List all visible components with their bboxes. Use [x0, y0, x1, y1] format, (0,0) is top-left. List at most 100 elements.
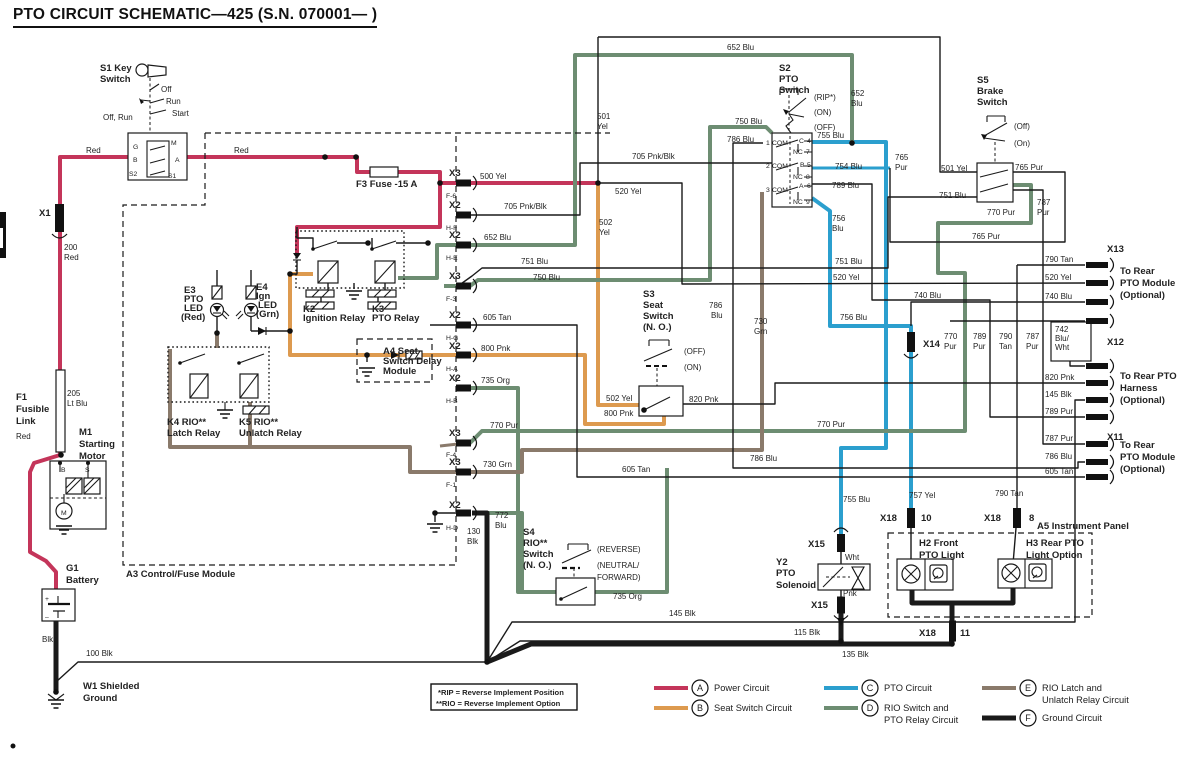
wire-label: K5 RIO** — [239, 417, 278, 428]
wire-label: M — [61, 510, 67, 517]
connector-pin — [456, 509, 471, 517]
wire-label: 790 — [999, 332, 1013, 341]
connector-pin — [456, 241, 471, 249]
wire — [430, 324, 1085, 478]
ground-icon — [427, 523, 443, 533]
wire-label: (REVERSE) — [597, 545, 641, 554]
wire-label: X3 — [449, 168, 461, 179]
wire-label: Pur — [944, 342, 957, 351]
wire-label: 145 Blk — [1045, 390, 1073, 399]
legend-label: Seat Switch Circuit — [714, 703, 792, 713]
wire-label: – — [45, 614, 49, 621]
wire-label: Light Option — [1026, 550, 1083, 561]
wire-label: 765 — [895, 153, 909, 162]
connector-pin — [456, 351, 471, 359]
wire-label: Module — [383, 366, 416, 377]
connector-pin — [456, 282, 471, 290]
junction-dot — [432, 510, 438, 516]
junction-dot — [287, 328, 293, 334]
wire-label: 756 Blu — [840, 313, 867, 322]
page-bullet — [10, 743, 16, 749]
wire-label: (OFF) — [814, 123, 836, 132]
legend-letter: E — [1025, 683, 1031, 693]
legend-letter: D — [867, 703, 874, 713]
wire-label: 705 Pnk/Blk — [632, 152, 676, 161]
wire-label: Link — [16, 416, 36, 427]
wire-label: Motor — [79, 451, 106, 462]
connector-pin — [1086, 459, 1108, 465]
wire-label: 820 Pnk — [1045, 373, 1075, 382]
e3-pto-led — [209, 285, 230, 320]
wire-label: To Rear — [1120, 266, 1155, 277]
wire — [598, 182, 1086, 285]
pto-indicator-icon — [1031, 566, 1043, 578]
wire-label: S4 — [523, 527, 535, 538]
wire-label: 500 Yel — [480, 172, 506, 181]
wire-label: FORWARD) — [597, 573, 641, 582]
wire-label: 765 Pur — [972, 232, 1000, 241]
wire — [295, 183, 442, 253]
wire-label: Yel — [599, 228, 610, 237]
wire-label: 787 — [1037, 198, 1051, 207]
wire-label: Ign — [256, 291, 270, 302]
legend-letter-circle — [1019, 709, 1037, 727]
wire-label: Battery — [66, 575, 99, 586]
wire-label: G — [133, 144, 138, 151]
connector-pin — [949, 620, 956, 642]
wire-742-box — [1050, 321, 1092, 362]
wire-label: 786 Blu — [750, 454, 777, 463]
junction-dot — [641, 407, 647, 413]
wire-label: COM — [772, 140, 788, 147]
wire-label: 765 Pur — [1015, 163, 1043, 172]
wire — [458, 386, 669, 594]
wire-label: 705 Pnk/Blk — [504, 202, 548, 211]
wire-label: Blk — [467, 537, 479, 546]
wire-label: Solenoid — [776, 580, 816, 591]
wire-label: Blu — [851, 99, 863, 108]
wire-label: K3 — [372, 304, 384, 315]
wire-label: 755 Blu — [817, 131, 844, 140]
wire — [810, 196, 913, 527]
wire-label: 787 — [1026, 332, 1040, 341]
wire-label: PTO Module — [1120, 452, 1175, 463]
wire-label: A4 Seat — [383, 346, 419, 357]
wire-label: 750 Blu — [735, 117, 762, 126]
connector-pin — [456, 211, 471, 219]
wire-label: Latch Relay — [167, 428, 221, 439]
a4-seat-switch-delay-module — [356, 338, 433, 383]
wire-label: (NEUTRAL/ — [597, 561, 640, 570]
ground-icon — [56, 525, 72, 535]
wire-label: X3 — [449, 271, 461, 282]
wire-label: X18 — [880, 513, 897, 524]
wire-label: 8 — [1029, 513, 1034, 524]
connector-pin — [456, 468, 471, 476]
key-icon — [135, 63, 149, 77]
wire-label: H-E — [446, 255, 458, 262]
junction-dot — [437, 180, 443, 186]
wire-label: (On) — [1014, 139, 1030, 148]
wire-label: 786 Blu — [1045, 452, 1072, 461]
wire-label: S1 — [168, 173, 177, 180]
wire-label: Switch — [977, 97, 1008, 108]
wire-label: X2 — [449, 500, 461, 511]
wire-label: X15 — [808, 539, 826, 550]
wire — [55, 661, 487, 683]
wire-label: (Grn) — [256, 309, 279, 320]
wire-label: 735 Org — [481, 376, 510, 385]
connector-arc — [1109, 469, 1115, 485]
wire-label: S1 Key — [100, 63, 132, 74]
y2-pto-solenoid — [817, 563, 871, 626]
wire — [398, 53, 854, 280]
wire-label: X2 — [449, 341, 461, 352]
wire-label: 789 Blu — [832, 181, 859, 190]
wire-label: B — [61, 467, 66, 474]
wire-label: 757 Yel — [909, 491, 935, 500]
wire-label: Run — [166, 97, 181, 106]
connector-arc — [51, 233, 68, 239]
wire-label: H-G — [446, 335, 458, 342]
component-layer — [0, 63, 1093, 749]
wire — [486, 640, 841, 663]
wire — [486, 603, 955, 665]
connector-arc — [1109, 275, 1115, 291]
